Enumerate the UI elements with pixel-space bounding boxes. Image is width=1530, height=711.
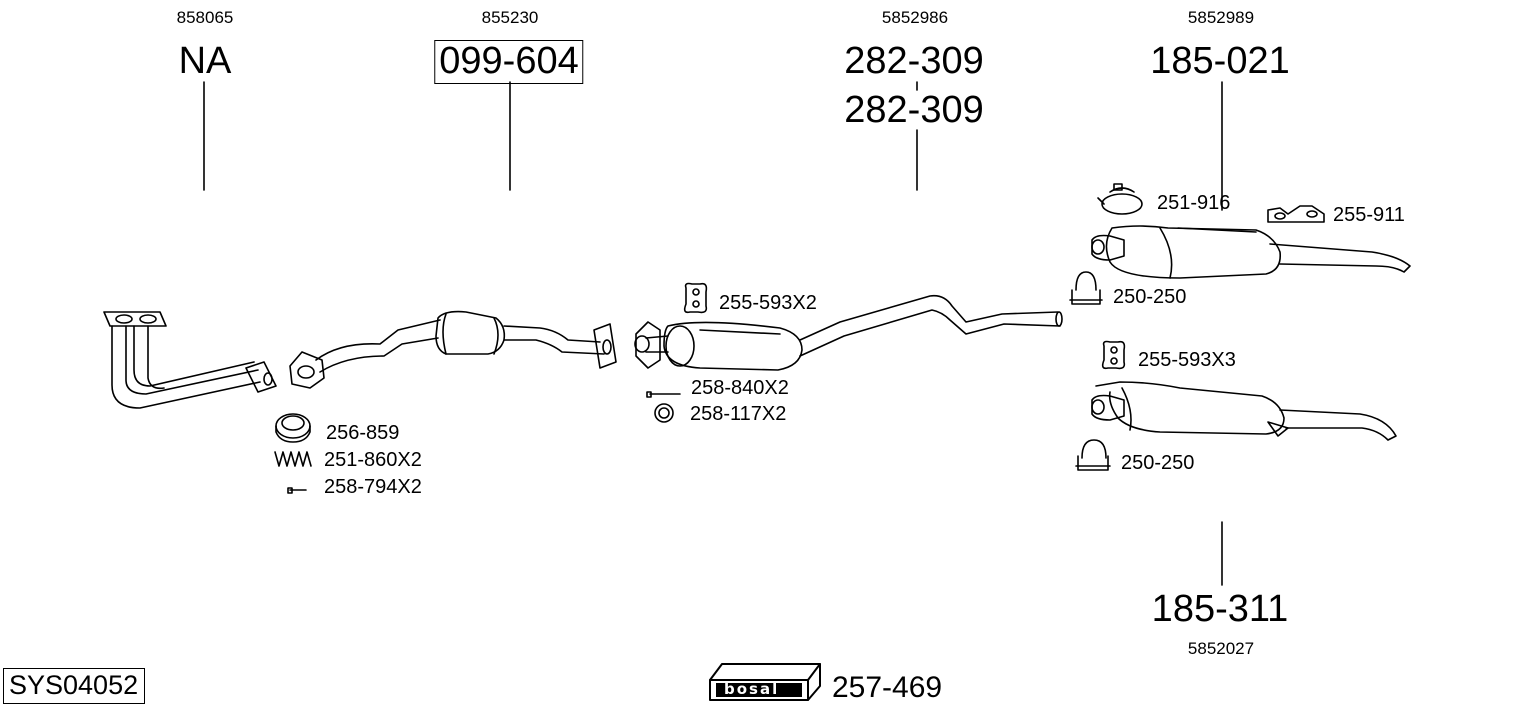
rubber-hanger-mid-icon [683,282,708,314]
gasket-icon [275,413,311,443]
accessory-bracket-upper-label: 255-911 [1333,204,1405,226]
accessory-ring-mid-label: 258-117X2 [690,403,787,425]
downpipe-part [103,311,277,409]
bosal-logo [709,663,821,701]
accessory-bolt-front-label: 258-794X2 [324,476,422,498]
part-number-rear-upper: 185-021 [1150,40,1290,82]
accessory-bolt-mid-label: 258-840X2 [691,377,789,399]
oe-number-catalyst: 855230 [481,8,539,27]
bosal-logo-text: bosal [724,680,780,698]
accessory-clip-upper-label: 250-250 [1113,286,1187,308]
bosal-logo-band [716,683,802,697]
accessory-clip-lower-label: 250-250 [1121,452,1195,474]
bracket-upper-icon [1267,205,1325,223]
rear-silencer-lower-part [1091,381,1397,441]
part-number-middle-b: 282-309 [844,89,984,131]
bolt-mid-icon [646,391,681,398]
part-number-downpipe: NA [178,40,232,82]
oe-number-rear-upper: 5852989 [1187,8,1255,27]
part-number-catalyst: 099-604 [434,40,584,84]
part-number-rear-lower: 185-311 [1151,588,1289,630]
oe-number-middle: 5852986 [881,8,949,27]
ring-mid-icon [654,403,674,423]
bolt-front-icon [287,487,307,494]
rubber-hanger-lower-icon [1101,340,1126,370]
accessory-spring-label: 251-860X2 [324,449,422,471]
spring-icon [274,451,312,467]
oe-number-downpipe: 858065 [176,8,234,27]
accessory-gasket-label: 256-859 [326,422,400,444]
clip-upper-icon [1069,271,1103,305]
middle-silencer-part [634,294,1063,371]
kit-number: 257-469 [832,671,943,704]
accessory-clamp-upper-label: 251-916 [1157,192,1231,214]
catalyst-part [289,310,617,389]
accessory-rubber-lower-label: 255-593X3 [1138,349,1236,371]
part-number-middle-a: 282-309 [844,40,984,82]
system-code: SYS04052 [3,668,146,704]
accessory-rubber-mid-label: 255-593X2 [719,292,817,314]
rear-silencer-upper-part [1091,225,1411,279]
clamp-upper-icon [1097,183,1143,215]
oe-number-rear-lower: 5852027 [1187,639,1255,658]
clip-lower-icon [1075,439,1111,471]
